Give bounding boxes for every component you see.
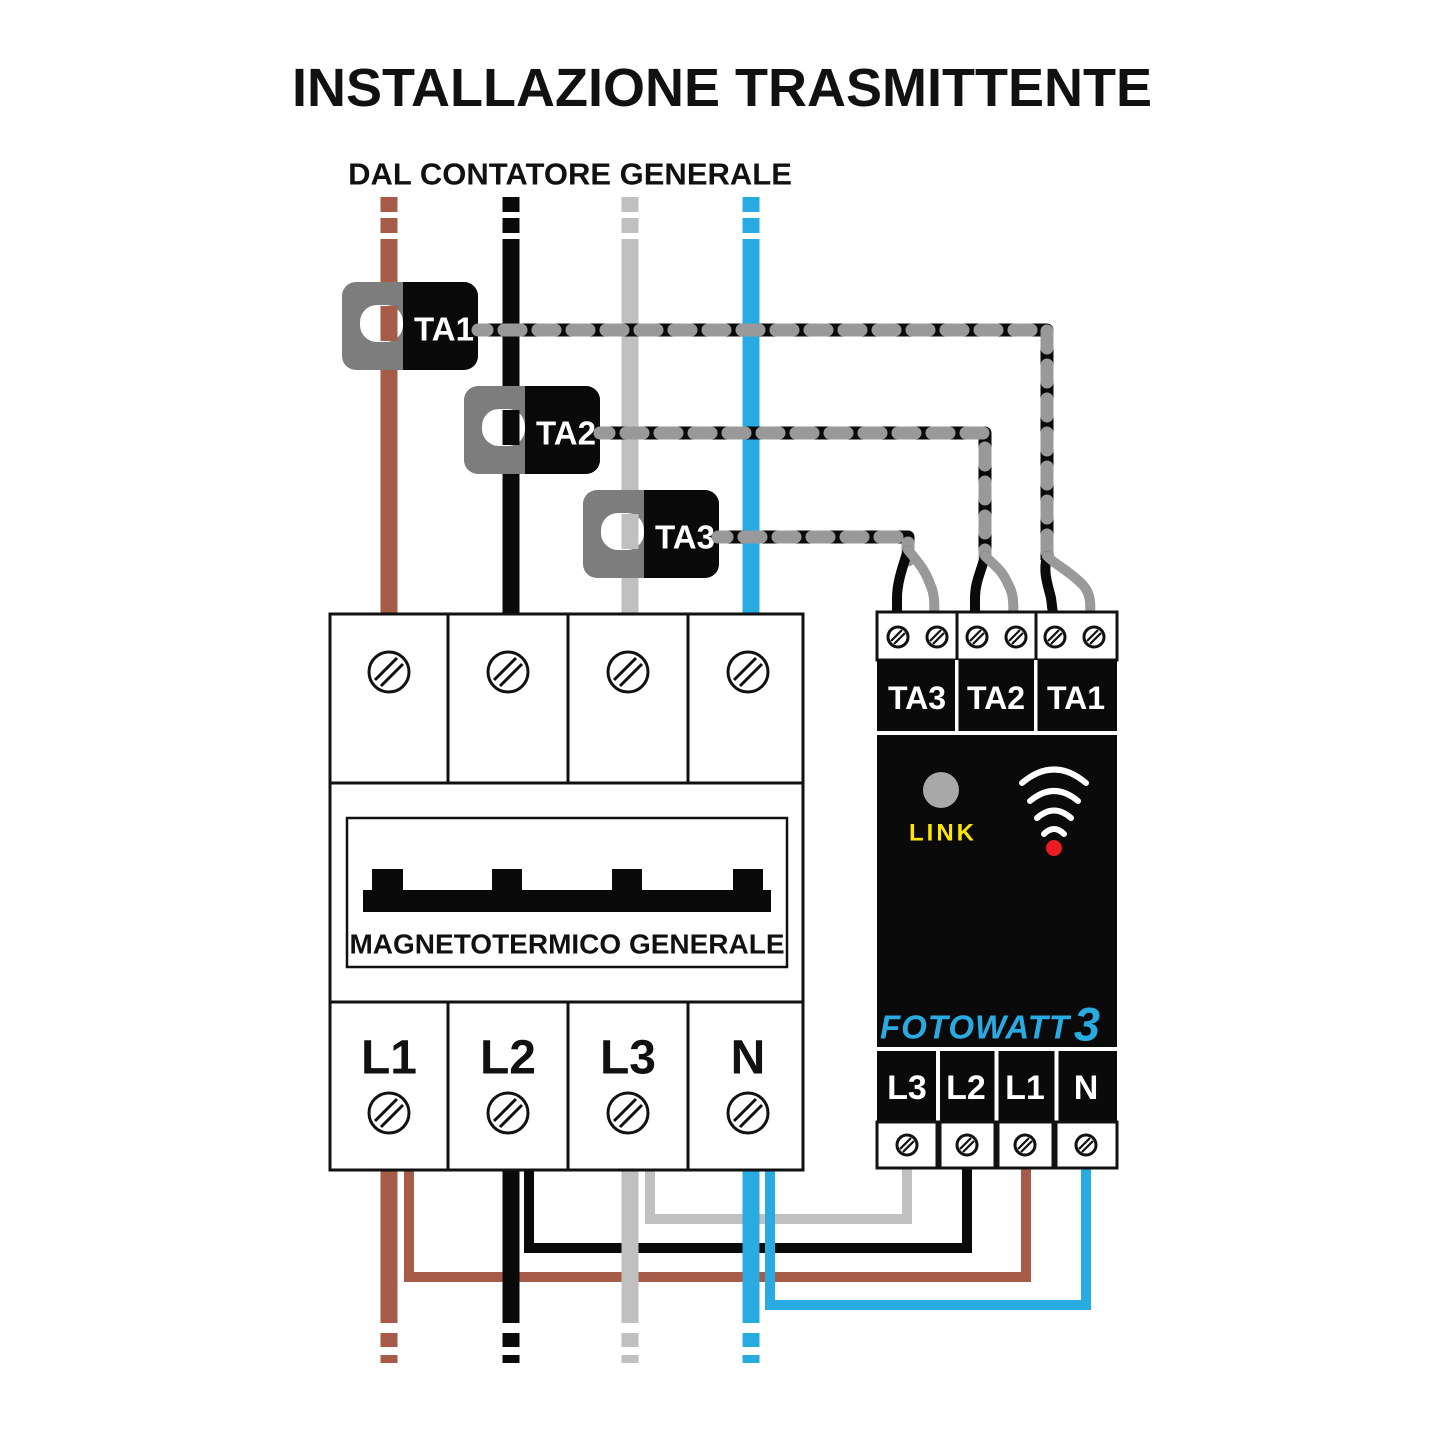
ct-clamp-ta2: TA2 [464,386,600,474]
device-input-label-ta2: TA2 [967,680,1025,716]
screw-icon [606,1091,650,1135]
clamp-label-box-fill [525,386,549,474]
wifi-icon [1019,766,1089,837]
link-label: LINK [909,820,977,847]
device-fotowatt: TA3 TA2 TA1 LINK FOTOWATT 3 L3 L2 L1 N [875,610,1119,1170]
screw-icon [1043,625,1067,649]
breaker-block: MAGNETOTERMICO GENERALE L1 L2 L3 N [328,612,805,1172]
handle-tab[interactable] [733,869,763,891]
handle-bar[interactable] [363,890,771,912]
strand-end-gray [980,551,1019,619]
wire-n-branch [765,1168,1091,1310]
clamp-label-box-fill [403,282,427,370]
wire-through-window [502,410,520,445]
breaker-terminal-label-l2: L2 [480,1032,536,1085]
screw-icon [1074,1133,1098,1157]
screw-icon [367,650,411,694]
wifi-arc [1041,826,1067,837]
screw-icon [886,625,910,649]
clamp-label: TA3 [655,519,715,556]
breaker-top-dividers [446,614,690,783]
ct-clamp-ta3: TA3 [583,490,719,578]
device-input-label-ta3: TA3 [888,680,946,716]
page-title: INSTALLAZIONE TRASMITTENTE [292,58,1152,118]
wifi-arc [1034,807,1074,821]
band-divider [955,660,959,731]
twisted-pair-gray-strand [471,323,1054,567]
label-divider [1054,1051,1059,1122]
screw-icon [367,1091,411,1135]
band-divider [1034,660,1038,731]
screw-icon [606,650,650,694]
strand-end-gray [903,545,940,619]
screw-icon [486,650,530,694]
screw-icon [726,1091,770,1135]
breaker-terminal-label-l3: L3 [600,1032,656,1085]
wire-through-window [380,306,398,341]
screw-icon [486,1091,530,1135]
label-divider [936,1051,940,1122]
link-led [923,772,959,808]
strand-end-gray [1042,551,1096,619]
brand-name: FOTOWATT [880,1009,1072,1046]
strand-end-black [892,545,913,619]
wifi-arc [1027,788,1081,804]
brand-model: 3 [1074,998,1100,1051]
device-body [877,660,1117,1122]
twisted-pair-gray-strand [593,426,992,567]
device-bottom-screws [895,1133,1098,1157]
breaker-terminal-label-l1: L1 [361,1032,417,1085]
screw-icon [1013,1133,1037,1157]
breaker-bottom-screws [367,1091,770,1135]
screw-icon [955,1133,979,1157]
device-terminal-label-n: N [1074,1069,1099,1107]
handle-tab[interactable] [492,869,522,891]
device-top-screws [886,625,1106,649]
device-terminal-label-l3: L3 [887,1069,927,1107]
device-bottom-terminal [996,1120,1055,1170]
device-terminal-label-l2: L2 [946,1069,986,1107]
twisted-pair-ta3 [711,530,940,619]
clamp-label: TA1 [414,311,474,348]
breaker-label: MAGNETOTERMICO GENERALE [349,929,784,960]
clamp-label-box-fill [644,490,668,578]
twisted-pair-ta1 [471,323,1096,619]
signal-led-icon [1046,840,1062,856]
device-input-label-ta1: TA1 [1047,680,1105,716]
screw-icon [925,625,949,649]
breaker-terminal-label-n: N [731,1032,766,1085]
label-divider [994,1051,999,1122]
handle-tab[interactable] [612,869,642,891]
strand-end-black [970,551,990,619]
twisted-pair-ta2 [593,426,1019,619]
wire-l3-branch [645,1168,912,1224]
wire-l1-branch [404,1168,1031,1282]
incoming-wires [380,197,760,614]
top-strip-dividers [955,612,1038,660]
band-separator-line [877,731,1117,735]
breaker-handle[interactable] [363,869,771,912]
handle-tab[interactable] [372,869,403,891]
screw-icon [895,1133,919,1157]
screw-icon [965,625,989,649]
device-top-terminal-strip [875,610,1119,662]
wifi-arc [1019,766,1089,786]
device-terminal-label-l1: L1 [1005,1069,1045,1107]
brand-separator-line [877,1047,1117,1051]
clamp-label: TA2 [536,415,596,452]
screw-icon [726,650,770,694]
breaker-top-screws [367,650,770,694]
wire-through-window [621,514,639,549]
outgoing-wires [380,1170,760,1363]
source-label: DAL CONTATORE GENERALE [348,157,792,192]
screw-icon [1082,625,1106,649]
ct-clamp-ta1: TA1 [342,282,478,370]
screw-icon [1004,625,1028,649]
breaker-bottom-dividers [446,1002,690,1170]
